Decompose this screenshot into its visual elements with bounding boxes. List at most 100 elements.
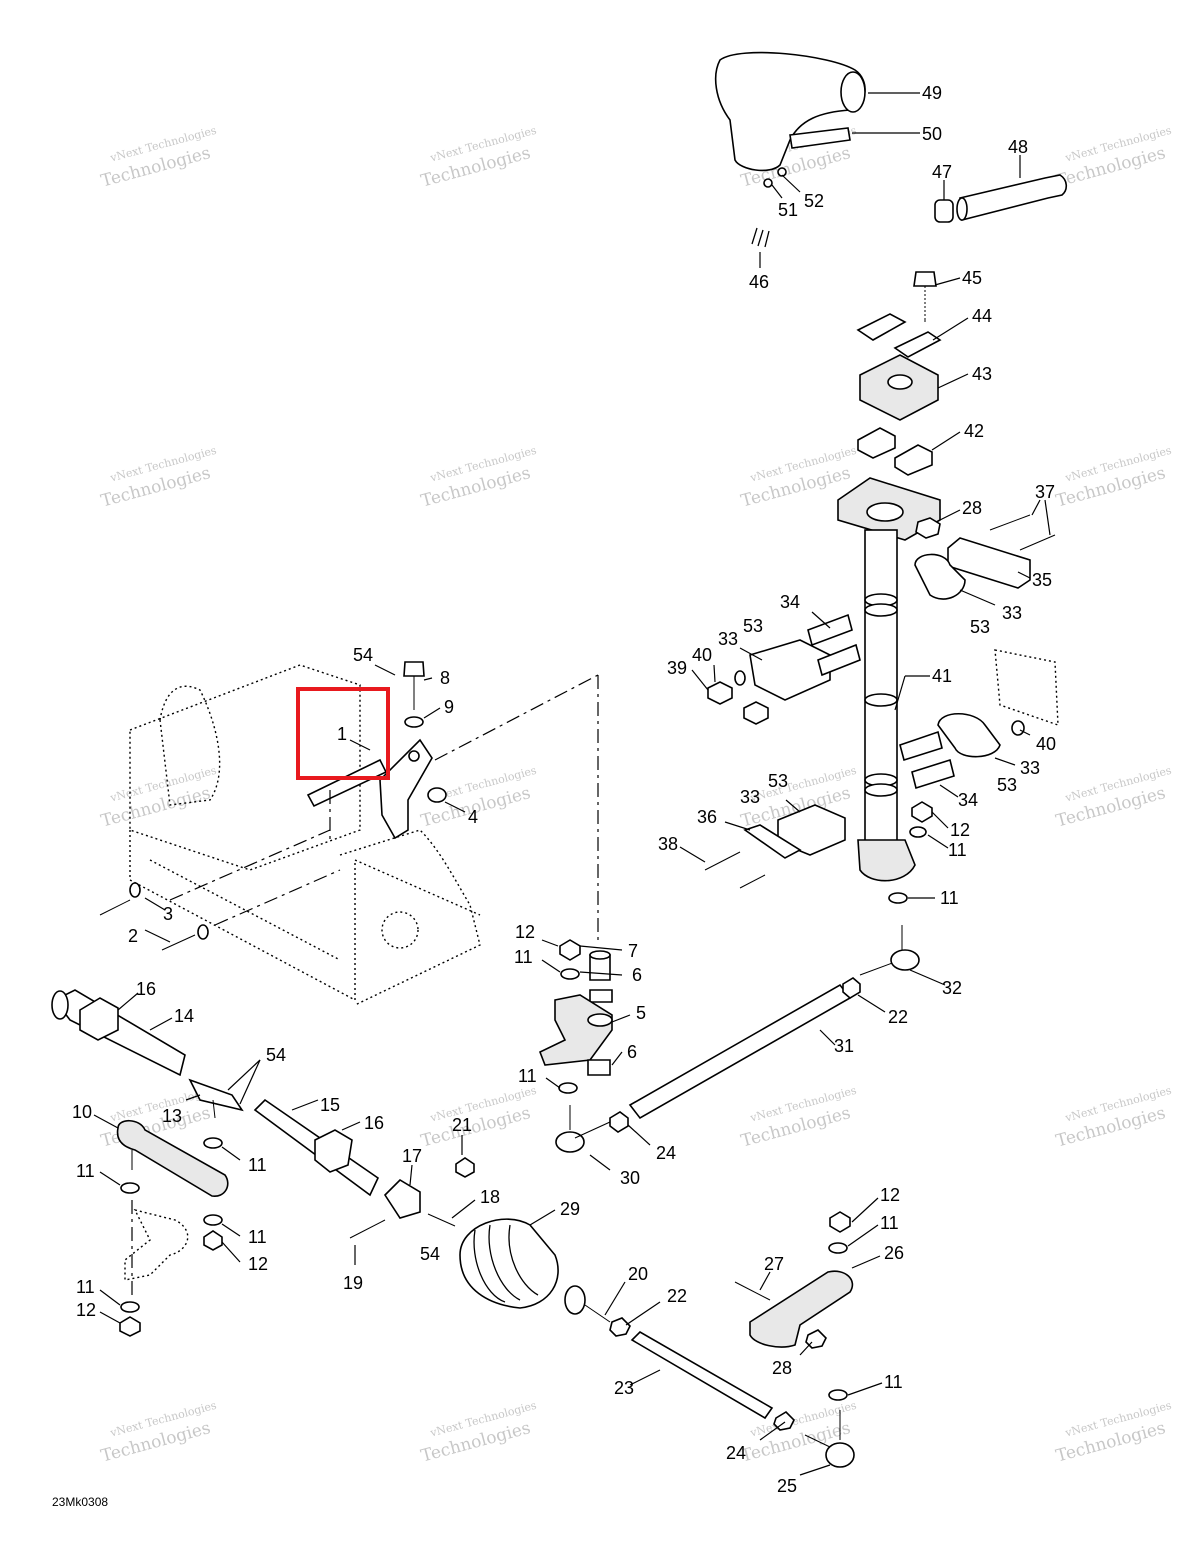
bolt[interactable] xyxy=(403,661,425,677)
plate[interactable] xyxy=(743,824,802,859)
part-label-12[interactable]: 12 xyxy=(248,1254,268,1274)
part-label-40[interactable]: 40 xyxy=(692,645,712,665)
washer[interactable] xyxy=(560,968,580,980)
column-tube[interactable] xyxy=(864,529,898,851)
part-label-33[interactable]: 33 xyxy=(1020,758,1040,778)
part-label-8[interactable]: 8 xyxy=(440,668,450,688)
part-label-32[interactable]: 32 xyxy=(942,978,962,998)
washer[interactable] xyxy=(558,1082,578,1094)
part-label-25[interactable]: 25 xyxy=(777,1476,797,1496)
part-label-1[interactable]: 1 xyxy=(337,724,347,744)
tie-rod-end[interactable] xyxy=(825,1442,855,1468)
nut[interactable] xyxy=(707,681,733,705)
rubber-boot[interactable] xyxy=(459,1218,559,1309)
tie-rod-end[interactable] xyxy=(564,1285,586,1315)
part-label-34[interactable]: 34 xyxy=(958,790,978,810)
part-label-24[interactable]: 24 xyxy=(656,1143,676,1163)
bushing[interactable] xyxy=(589,989,613,1003)
nut[interactable] xyxy=(609,1317,631,1337)
nut[interactable] xyxy=(119,1316,141,1337)
part-label-44[interactable]: 44 xyxy=(972,306,992,326)
part-label-2[interactable]: 2 xyxy=(128,926,138,946)
spacer[interactable] xyxy=(899,730,943,762)
part-label-28[interactable]: 28 xyxy=(772,1358,792,1378)
part-label-16[interactable]: 16 xyxy=(136,979,156,999)
plate[interactable] xyxy=(856,313,907,341)
part-label-46[interactable]: 46 xyxy=(749,272,769,292)
part-label-38[interactable]: 38 xyxy=(658,834,678,854)
part-label-19[interactable]: 19 xyxy=(343,1273,363,1293)
part-label-17[interactable]: 17 xyxy=(402,1146,422,1166)
nut[interactable] xyxy=(427,787,447,803)
part-label-27[interactable]: 27 xyxy=(764,1254,784,1274)
shaft-nut[interactable] xyxy=(79,997,119,1041)
part-label-22[interactable]: 22 xyxy=(888,1007,908,1027)
part-label-24[interactable]: 24 xyxy=(726,1443,746,1463)
part-label-39[interactable]: 39 xyxy=(667,658,687,678)
part-label-33[interactable]: 33 xyxy=(740,787,760,807)
washer[interactable] xyxy=(120,1301,140,1313)
coupler[interactable] xyxy=(188,1078,244,1112)
steering-bracket[interactable] xyxy=(379,738,433,840)
part-label-54[interactable]: 54 xyxy=(266,1045,286,1065)
part-label-20[interactable]: 20 xyxy=(628,1264,648,1284)
washer[interactable] xyxy=(828,1242,848,1254)
nut[interactable] xyxy=(743,701,769,725)
part-label-10[interactable]: 10 xyxy=(72,1102,92,1122)
plate[interactable] xyxy=(893,331,942,358)
part-label-29[interactable]: 29 xyxy=(560,1199,580,1219)
part-label-6[interactable]: 6 xyxy=(627,1042,637,1062)
pad-bolt[interactable] xyxy=(789,127,851,149)
part-label-45[interactable]: 45 xyxy=(962,268,982,288)
handlebar-tube[interactable] xyxy=(617,137,936,252)
column-base[interactable] xyxy=(857,839,916,882)
part-label-11[interactable]: 11 xyxy=(518,1066,537,1086)
part-label-36[interactable]: 36 xyxy=(697,807,717,827)
nut[interactable] xyxy=(455,1157,475,1178)
steering-shaft[interactable] xyxy=(53,989,186,1077)
washer[interactable] xyxy=(1011,720,1025,736)
nut[interactable] xyxy=(773,1410,795,1431)
washer[interactable] xyxy=(828,1389,848,1401)
part-label-41[interactable]: 41 xyxy=(932,666,952,686)
part-label-31[interactable]: 31 xyxy=(834,1036,854,1056)
nut[interactable] xyxy=(829,1211,851,1233)
highlight-box[interactable] xyxy=(296,687,390,780)
part-label-11[interactable]: 11 xyxy=(514,947,533,967)
part-label-33[interactable]: 33 xyxy=(718,629,738,649)
part-label-4[interactable]: 4 xyxy=(468,807,478,827)
nut[interactable] xyxy=(203,1230,223,1251)
part-label-13[interactable]: 13 xyxy=(162,1106,182,1126)
part-label-11[interactable]: 11 xyxy=(880,1213,899,1233)
part-label-12[interactable]: 12 xyxy=(515,922,535,942)
part-label-11[interactable]: 11 xyxy=(884,1372,903,1392)
half-clamp[interactable] xyxy=(894,444,933,476)
part-label-33[interactable]: 33 xyxy=(1002,603,1022,623)
part-label-50[interactable]: 50 xyxy=(922,124,942,144)
part-label-23[interactable]: 23 xyxy=(614,1378,634,1398)
part-label-11[interactable]: 11 xyxy=(248,1155,267,1175)
part-label-11[interactable]: 11 xyxy=(76,1277,95,1297)
part-label-11[interactable]: 11 xyxy=(76,1161,95,1181)
part-label-18[interactable]: 18 xyxy=(480,1187,500,1207)
washer[interactable] xyxy=(777,167,787,177)
nut[interactable] xyxy=(842,977,861,999)
part-label-40[interactable]: 40 xyxy=(1036,734,1056,754)
part-label-35[interactable]: 35 xyxy=(1032,570,1052,590)
spacer[interactable] xyxy=(911,758,955,790)
part-label-6[interactable]: 6 xyxy=(632,965,642,985)
part-label-53[interactable]: 53 xyxy=(768,771,788,791)
part-label-9[interactable]: 9 xyxy=(444,697,454,717)
part-label-12[interactable]: 12 xyxy=(880,1185,900,1205)
part-label-26[interactable]: 26 xyxy=(884,1243,904,1263)
washer[interactable] xyxy=(203,1214,223,1226)
bolt[interactable] xyxy=(913,271,937,287)
washer[interactable] xyxy=(129,882,141,898)
spacer[interactable] xyxy=(807,613,853,647)
bearing-block[interactable] xyxy=(937,713,1001,758)
part-label-52[interactable]: 52 xyxy=(804,191,824,211)
support-rod[interactable] xyxy=(306,758,388,808)
nut[interactable] xyxy=(911,801,933,823)
part-label-51[interactable]: 51 xyxy=(778,200,798,220)
tie-rod[interactable] xyxy=(630,1331,774,1420)
